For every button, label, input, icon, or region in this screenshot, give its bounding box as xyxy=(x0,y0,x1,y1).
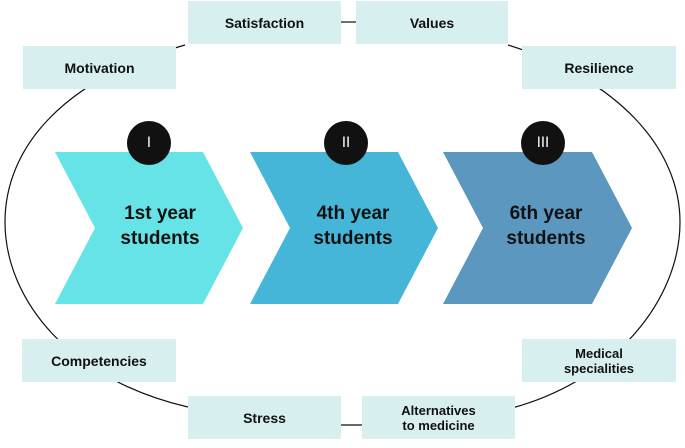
chevron-stage-1 xyxy=(55,152,243,304)
alternatives-line2: to medicine xyxy=(402,417,475,433)
factor-stress: Stress xyxy=(188,396,341,439)
stage-2-label-line2: students xyxy=(313,228,393,249)
stage-2-numeral: II xyxy=(341,135,351,151)
factor-competencies: Competencies xyxy=(22,339,176,382)
chevron-stage-2 xyxy=(250,152,438,304)
factor-alternatives-to-medicine: Alternatives to medicine xyxy=(362,396,515,439)
stage-1-numeral: I xyxy=(146,135,152,151)
factor-values: Values xyxy=(356,1,508,44)
factor-motivation: Motivation xyxy=(23,46,176,89)
numeral-circle-1 xyxy=(127,121,171,165)
chevron-stage-3 xyxy=(443,152,632,304)
stage-3-numeral: III xyxy=(536,135,550,151)
stage-3-label: 6th year students xyxy=(481,198,611,254)
medical-specialities-line1: Medical xyxy=(575,345,623,361)
factor-medical-specialities: Medical specialities xyxy=(522,339,676,382)
stage-1-label-line2: students xyxy=(120,228,200,249)
stage-2-label: 4th year students xyxy=(288,198,418,254)
numeral-circle-2 xyxy=(324,121,368,165)
factor-resilience: Resilience xyxy=(522,46,676,89)
stage-1-label-line1: 1st year xyxy=(124,203,196,224)
medical-specialities-line2: specialities xyxy=(563,360,635,376)
factor-satisfaction: Satisfaction xyxy=(188,1,341,44)
stage-2-label-line1: 4th year xyxy=(316,203,390,224)
alternatives-line1: Alternatives xyxy=(401,402,476,418)
numeral-circle-3 xyxy=(521,121,565,165)
stage-3-label-line1: 6th year xyxy=(509,203,583,224)
stage-3-label-line2: students xyxy=(506,228,586,249)
stage-1-label: 1st year students xyxy=(95,198,225,254)
